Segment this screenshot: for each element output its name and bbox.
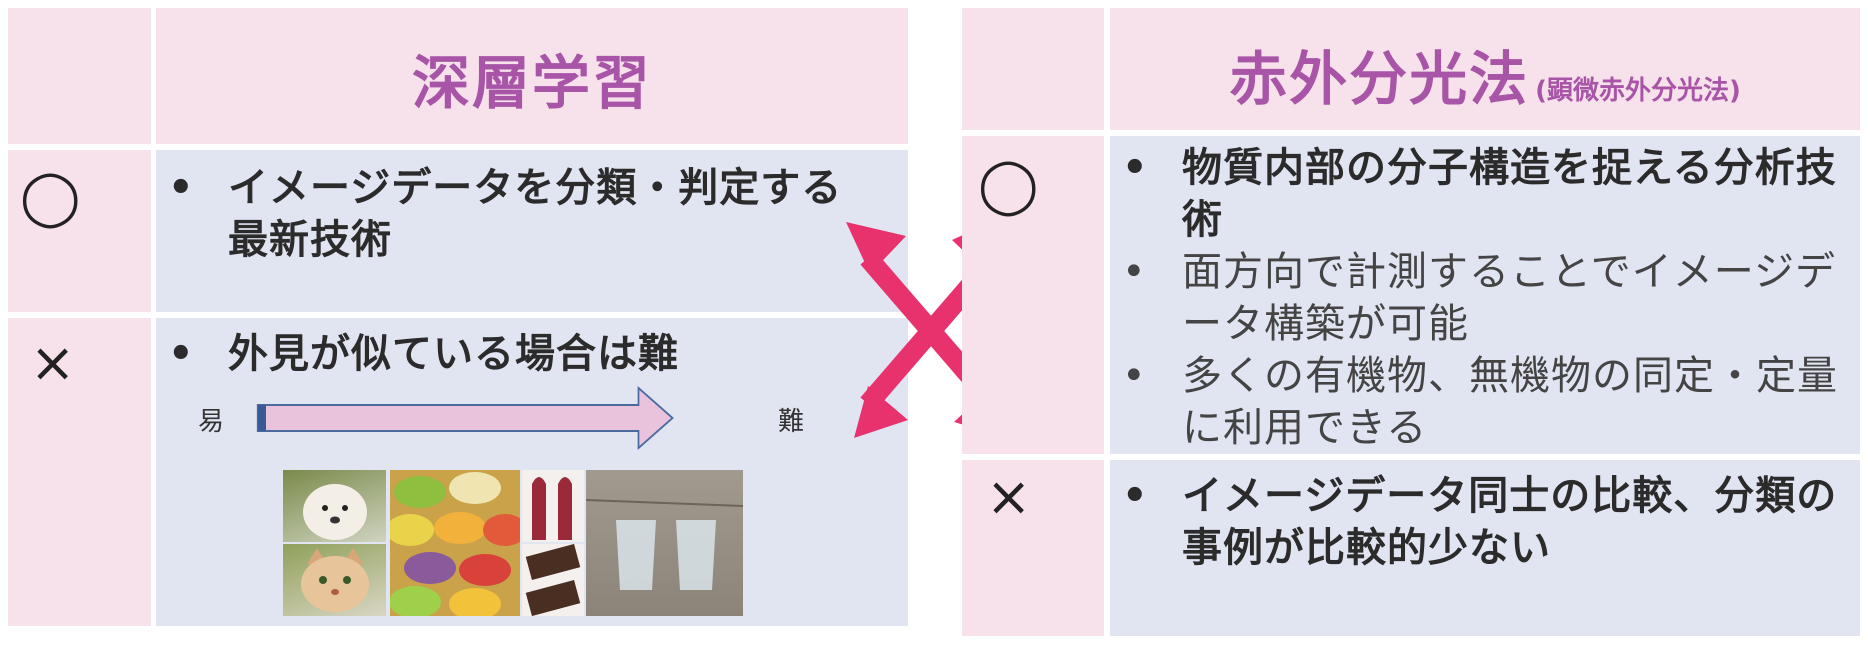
- panel-title: 深層学習: [411, 49, 652, 117]
- panel-title-main: 赤外分光法: [1229, 45, 1530, 113]
- pros-symbol-cell: ◯: [8, 150, 151, 312]
- cons-symbol-cell: ×: [8, 318, 151, 626]
- cross-symbol: ×: [30, 331, 76, 394]
- macarons-photo: [390, 470, 520, 616]
- list-item: イメージデータを分類・判定する最新技術: [156, 162, 876, 266]
- circle-symbol: ◯: [978, 153, 1039, 216]
- panel-title: 赤外分光法(顕微赤外分光法): [1110, 32, 1860, 116]
- glass-icon: [586, 499, 743, 590]
- deep-learning-panel: 深層学習 ◯ イメージデータを分類・判定する最新技術 × 外見が似ている場合は難…: [8, 8, 908, 628]
- header-cell: 赤外分光法(顕微赤外分光法): [1110, 8, 1860, 130]
- dog-photo: [283, 470, 386, 542]
- chocolates-photo: [522, 544, 584, 616]
- circle-symbol: ◯: [20, 165, 81, 228]
- list-item: 物質内部の分子構造を捉える分析技術: [1110, 142, 1840, 246]
- pros-content-cell: 物質内部の分子構造を捉える分析技術 面方向で計測することでイメージデータ構築が可…: [1110, 136, 1860, 454]
- pros-content-cell: イメージデータを分類・判定する最新技術: [156, 150, 908, 312]
- panel-subtitle: (顕微赤外分光法): [1535, 76, 1741, 106]
- lipstick-icon: [532, 477, 572, 540]
- header-cell: 深層学習: [156, 8, 908, 144]
- cat-photo: [283, 544, 386, 616]
- cons-content-cell: 外見が似ている場合は難 易 難: [156, 318, 908, 626]
- lipsticks-photo: [522, 470, 584, 542]
- list-item: 外見が似ている場合は難: [156, 328, 876, 380]
- list-item: イメージデータ同士の比較、分類の事例が比較的少ない: [1110, 470, 1840, 574]
- cons-list: 外見が似ている場合は難: [156, 328, 876, 380]
- header-corner-cell: [962, 8, 1104, 130]
- cons-content-cell: イメージデータ同士の比較、分類の事例が比較的少ない: [1110, 460, 1860, 636]
- pros-symbol-cell: ◯: [962, 136, 1104, 454]
- chocolate-icon: [525, 544, 581, 616]
- macaron-icon: [390, 472, 520, 616]
- header-corner-cell: [8, 8, 151, 144]
- pros-list: イメージデータを分類・判定する最新技術: [156, 162, 876, 266]
- hard-label: 難: [778, 407, 805, 437]
- cons-list: イメージデータ同士の比較、分類の事例が比較的少ない: [1110, 470, 1840, 574]
- dog-icon: [303, 484, 367, 540]
- easy-label: 易: [198, 407, 225, 437]
- cat-icon: [301, 548, 369, 612]
- list-item: 多くの有機物、無機物の同定・定量に利用できる: [1110, 350, 1840, 454]
- cons-symbol-cell: ×: [962, 460, 1104, 636]
- list-item: 面方向で計測することでイメージデータ構築が可能: [1110, 246, 1840, 350]
- infrared-spectroscopy-panel: 赤外分光法(顕微赤外分光法) ◯ 物質内部の分子構造を捉える分析技術 面方向で計…: [962, 8, 1860, 636]
- cross-symbol: ×: [986, 465, 1032, 528]
- difficulty-arrow: [256, 386, 674, 450]
- water-glasses-photo: [586, 470, 743, 616]
- pros-list: 物質内部の分子構造を捉える分析技術 面方向で計測することでイメージデータ構築が可…: [1110, 142, 1840, 454]
